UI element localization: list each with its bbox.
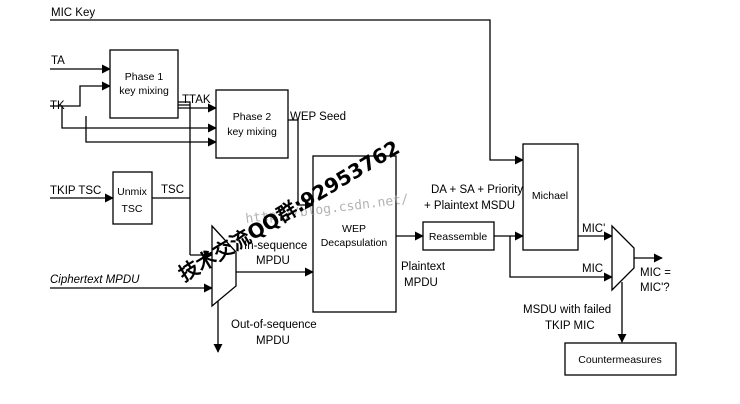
mic-compare-label-1: MIC =: [640, 267, 671, 279]
mic-key-line: [50, 19, 524, 165]
in-sequence-label-2: MPDU: [256, 255, 290, 267]
phase1-title: Phase 1: [125, 71, 164, 83]
msdu-failed-label-1: MSDU with failed: [523, 304, 611, 316]
mic-compare-label-2: MIC'?: [640, 282, 670, 294]
unmix-tsc-block: [112, 171, 153, 225]
phase1-subtitle: key mixing: [119, 85, 169, 97]
sequence-mux: [211, 224, 237, 308]
plaintext-mpdu-label-2: MPDU: [404, 277, 438, 289]
wep-decapsulation-block: [312, 155, 397, 313]
da-sa-priority-label-1: DA + SA + Priority: [431, 184, 523, 196]
wep-seed-line: [288, 119, 314, 210]
phase2-title: Phase 2: [233, 111, 272, 123]
phase2-block: [215, 89, 289, 159]
phase1-block: [109, 49, 179, 119]
mic-prime-label: MIC': [582, 223, 605, 235]
mic-label: MIC: [582, 263, 603, 275]
phase2-subtitle: key mixing: [227, 126, 277, 138]
wep-seed-label: WEP Seed: [290, 111, 346, 123]
plaintext-mpdu-label-1: Plaintext: [401, 261, 446, 273]
reassemble-block: [422, 221, 495, 251]
out-of-sequence-label-1: Out-of-sequence: [231, 319, 317, 331]
msdu-failed-label-2: TKIP MIC: [545, 320, 595, 332]
michael-block: [522, 143, 579, 251]
tk-to-phase2-line: [61, 106, 217, 133]
ciphertext-mpdu-label: Ciphertext MPDU: [50, 274, 140, 286]
mic-comparator: [611, 224, 635, 292]
tsc-label: TSC: [161, 184, 184, 196]
out-of-sequence-label-2: MPDU: [256, 335, 290, 347]
tkip-tsc-label: TKIP TSC: [50, 185, 101, 197]
ttak-label: TTAK: [182, 94, 211, 106]
unmix-subtitle: TSC: [122, 203, 143, 215]
countermeasures-block: [564, 342, 677, 376]
tk-to-phase1-line: [50, 81, 111, 107]
wep-title: WEP: [342, 223, 366, 235]
mic-key-label: MIC Key: [51, 7, 95, 19]
wep-subtitle: Decapsulation: [321, 237, 388, 249]
tsc-to-phase2-line: [85, 116, 217, 147]
mic-line: [509, 236, 613, 282]
countermeasures-label: Countermeasures: [578, 354, 661, 366]
ta-label: TA: [51, 55, 65, 67]
unmix-title: Unmix: [117, 186, 148, 198]
da-sa-priority-label-2: + Plaintext MSDU: [424, 200, 515, 212]
michael-label: Michael: [532, 190, 568, 202]
tk-label: TK: [50, 100, 65, 112]
in-sequence-label-1: In-sequence: [244, 240, 307, 252]
reassemble-label: Reassemble: [429, 231, 488, 243]
